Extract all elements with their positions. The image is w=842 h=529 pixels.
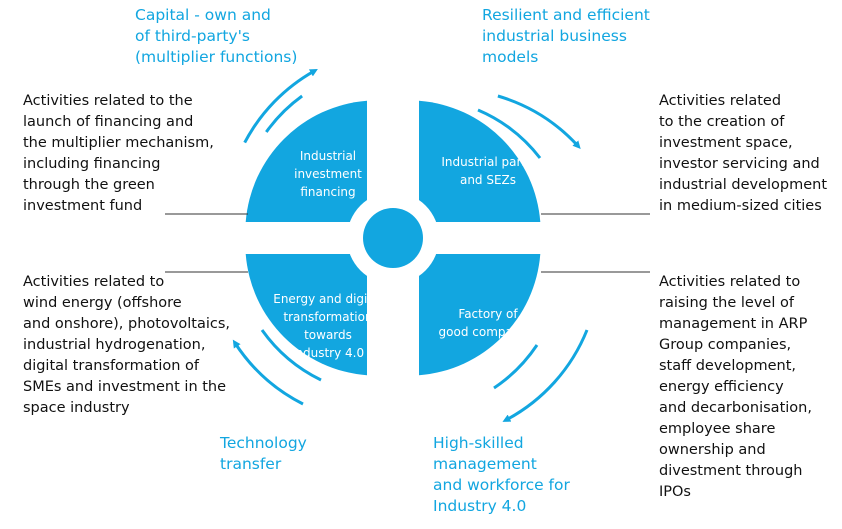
- arc-top-right-inner: [477, 108, 542, 159]
- arc-top-left-arrow: [243, 68, 318, 144]
- cycle-label-workforce: High-skilled management and workforce fo…: [433, 434, 570, 515]
- segment-top-right-shape: [419, 100, 541, 222]
- arc-top-left-inner: [265, 94, 303, 133]
- segment-bottom-right-shape: [419, 254, 541, 376]
- arc-bottom-left-arrow: [232, 339, 304, 406]
- activities-bottom-left: Activities related to wind energy (offsh…: [23, 274, 231, 416]
- segment-bottom-right-text: Factory of good companies: [438, 307, 538, 339]
- center-circle: [363, 208, 423, 268]
- segment-bottom-left-shape: [245, 254, 367, 376]
- segment-top-right-text: Industrial parks and SEZs: [441, 155, 535, 187]
- arc-bottom-right-arrow: [502, 329, 589, 422]
- arc-bottom-right-inner: [493, 344, 539, 390]
- arc-top-right-arrow: [497, 94, 581, 149]
- cycle-label-capital: Capital - own and of third-party's (mult…: [135, 6, 298, 66]
- activities-top-left: Activities related to the launch of fina…: [23, 93, 214, 214]
- activities-bottom-right: Activities related to raising the level …: [659, 274, 812, 500]
- cycle-label-business-models: Resilient and efficient industrial busin…: [482, 6, 650, 66]
- cycle-label-technology-transfer: Technology transfer: [220, 434, 307, 473]
- segment-top-left-shape: [245, 100, 367, 222]
- segment-bottom-left-text: Energy and digital transformation toward…: [273, 292, 383, 360]
- activities-top-right: Activities related to the creation of in…: [659, 93, 828, 214]
- segment-top-left-text: Industrial investment financing: [294, 149, 362, 199]
- arc-bottom-left-inner: [260, 329, 322, 382]
